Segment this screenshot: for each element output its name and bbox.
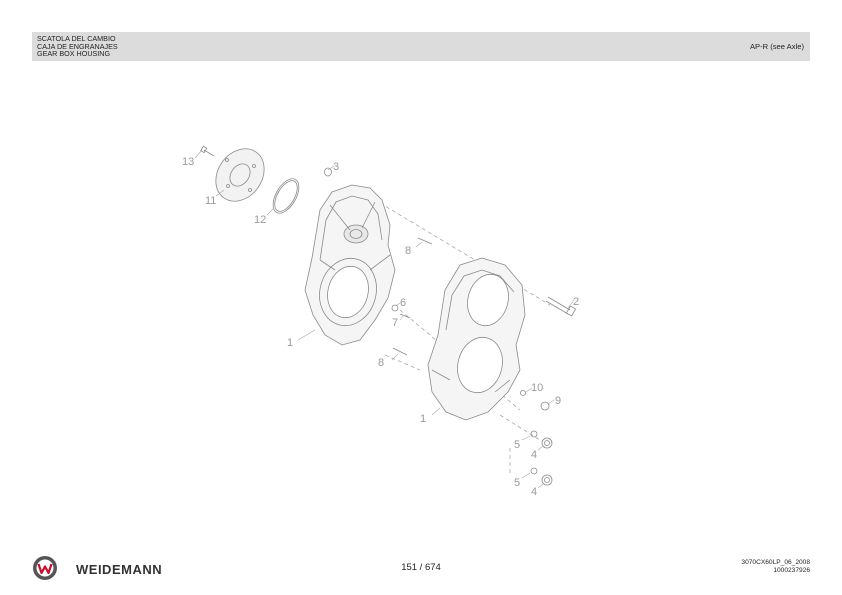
callout-6: 6 <box>400 297 406 309</box>
callout-1-front: 1 <box>287 337 293 349</box>
o-ring-part <box>272 178 300 214</box>
header-variant: AP-R (see Axle) <box>749 42 804 51</box>
doc-number: 1000237926 <box>773 567 810 574</box>
title-english: GEAR BOX HOUSING <box>37 49 111 59</box>
document-reference: 3070CX60LP_06_2008 1000237926 <box>741 559 810 575</box>
callout-2: 2 <box>573 296 579 308</box>
callout-1-rear: 1 <box>420 413 426 425</box>
callout-13: 13 <box>182 156 194 168</box>
header-title-block: SCATOLA DEL CAMBIO CAJA DE ENGRANAJES GE… <box>37 35 118 58</box>
callout-8-upper: 8 <box>405 245 411 257</box>
title-italian: SCATOLA DEL CAMBIO <box>37 34 116 43</box>
callout-8-lower: 8 <box>378 357 384 369</box>
callout-5-upper: 5 <box>514 439 520 451</box>
housing-half-front <box>304 184 396 346</box>
callout-12: 12 <box>254 214 266 226</box>
brand-name: WEIDEMANN <box>76 562 163 577</box>
exploded-parts-drawing: 13 11 12 3 8 2 6 7 1 8 10 9 1 5 4 5 4 <box>170 130 600 510</box>
gearbox-housing-diagram: 13 11 12 3 8 2 6 7 1 8 10 9 1 5 4 5 4 <box>182 145 579 498</box>
callout-4-upper: 4 <box>531 449 537 461</box>
cover-plate-part <box>215 148 265 202</box>
callout-9: 9 <box>555 395 561 407</box>
callout-5-lower: 5 <box>514 477 520 489</box>
callout-11: 11 <box>205 195 216 207</box>
callout-10: 10 <box>531 382 543 394</box>
callout-7: 7 <box>392 317 398 329</box>
callout-3: 3 <box>333 161 339 173</box>
callout-4-lower: 4 <box>531 486 537 498</box>
title-spanish: CAJA DE ENGRANAJES <box>37 41 118 51</box>
page-indicator: 151 / 674 <box>401 562 441 573</box>
housing-half-rear <box>427 257 526 421</box>
doc-code: 3070CX60LP_06_2008 <box>741 559 810 566</box>
weidemann-logo-icon <box>32 555 58 581</box>
page-header: SCATOLA DEL CAMBIO CAJA DE ENGRANAJES GE… <box>32 32 810 61</box>
